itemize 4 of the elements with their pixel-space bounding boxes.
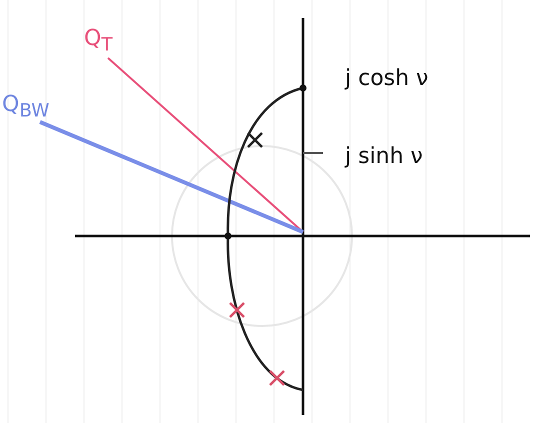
axis-value-label: j sinh ν xyxy=(345,146,423,168)
line-label: Q$_{T}$ xyxy=(84,28,113,55)
axis-value-label: j cosh ν xyxy=(345,68,428,90)
line-label: Q$_{BW}$ xyxy=(2,94,50,121)
